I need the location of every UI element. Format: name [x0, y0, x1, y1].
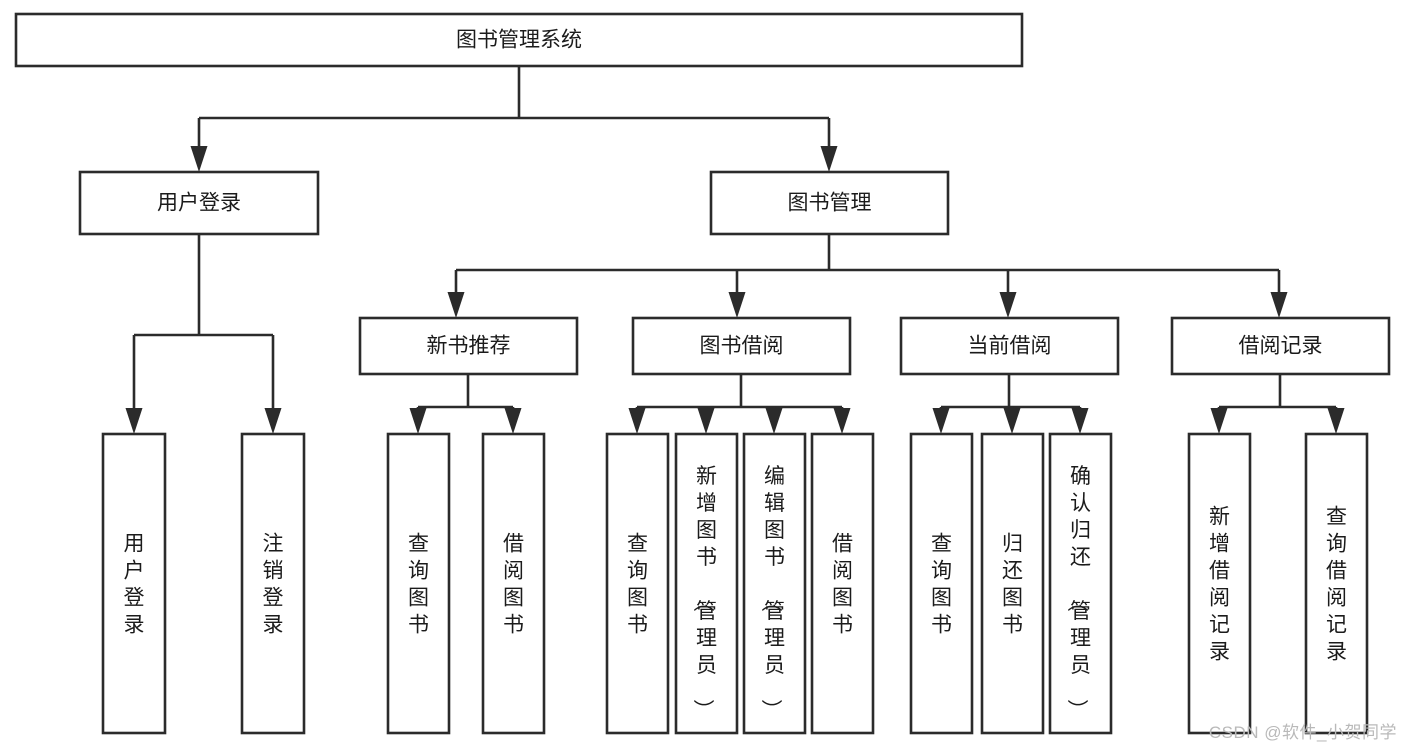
node-newbooks[interactable]: 新书推荐	[358, 316, 579, 376]
node-label: 用户登录	[157, 192, 241, 215]
node-leaf-rec-add[interactable]: 新增借阅记录	[1187, 432, 1252, 735]
node-label: 借阅图书	[832, 533, 853, 637]
node-label: 查询图书	[408, 533, 429, 637]
connector-group-current	[932, 374, 1089, 434]
node-leaf-cur-query[interactable]: 查询图书	[909, 432, 974, 735]
arrow-head-icon	[1210, 408, 1228, 434]
arrow-head-icon	[264, 408, 282, 434]
connector-group-bookmgmt	[447, 234, 1288, 318]
node-box[interactable]	[605, 432, 670, 735]
node-leaf-new-borrow[interactable]: 借阅图书	[481, 432, 546, 735]
node-label: 新增图书（管理员）	[691, 465, 717, 720]
node-leaf-borrow-do[interactable]: 借阅图书	[810, 432, 875, 735]
node-label: 查询借阅记录	[1326, 506, 1347, 664]
arrow-head-icon	[697, 408, 715, 434]
node-box[interactable]	[709, 170, 950, 236]
node-leaf-user-login[interactable]: 用户登录	[101, 432, 167, 735]
node-label: 图书管理系统	[456, 29, 582, 52]
arrow-head-icon	[1071, 408, 1089, 434]
arrow-head-icon	[125, 408, 143, 434]
node-box[interactable]	[980, 432, 1045, 735]
node-label: 查询图书	[931, 533, 952, 637]
node-box[interactable]	[358, 316, 579, 376]
node-label: 借阅图书	[503, 533, 524, 637]
node-label: 借阅记录	[1239, 335, 1323, 358]
connector-group-records	[1210, 374, 1345, 434]
arrow-head-icon	[1327, 408, 1345, 434]
node-box[interactable]	[1187, 432, 1252, 735]
node-records[interactable]: 借阅记录	[1170, 316, 1391, 376]
node-box[interactable]	[674, 432, 739, 735]
connector-group-borrow	[628, 374, 851, 434]
node-label: 编辑图书（管理员）	[759, 465, 785, 720]
arrow-head-icon	[820, 146, 838, 172]
arrow-head-icon	[447, 292, 465, 318]
node-label: 确认归还（管理员）	[1065, 465, 1091, 720]
arrow-head-icon	[1270, 292, 1288, 318]
node-leaf-user-logout[interactable]: 注销登录	[240, 432, 306, 735]
connectors-layer	[125, 66, 1345, 434]
node-box[interactable]	[240, 432, 306, 735]
arrow-head-icon	[833, 408, 851, 434]
node-box[interactable]	[101, 432, 167, 735]
arrow-head-icon	[504, 408, 522, 434]
node-box[interactable]	[481, 432, 546, 735]
node-label: 新书推荐	[427, 335, 511, 358]
node-label: 查询图书	[627, 533, 648, 637]
node-box[interactable]	[1048, 432, 1113, 735]
node-leaf-borrow-add[interactable]: 新增图书（管理员）	[674, 432, 739, 735]
node-box[interactable]	[899, 316, 1120, 376]
node-box[interactable]	[1170, 316, 1391, 376]
node-box[interactable]	[78, 170, 320, 236]
arrow-head-icon	[409, 408, 427, 434]
node-label: 用户登录	[124, 533, 145, 637]
arrow-head-icon	[628, 408, 646, 434]
arrow-head-icon	[765, 408, 783, 434]
nodes-layer: 图书管理系统用户登录图书管理新书推荐图书借阅当前借阅借阅记录用户登录注销登录查询…	[14, 12, 1391, 735]
node-bookmgmt[interactable]: 图书管理	[709, 170, 950, 236]
connector-group-newbooks	[409, 374, 522, 434]
node-root[interactable]: 图书管理系统	[14, 12, 1024, 68]
node-box[interactable]	[909, 432, 974, 735]
node-label: 当前借阅	[968, 335, 1052, 358]
node-leaf-cur-return[interactable]: 归还图书	[980, 432, 1045, 735]
node-borrow[interactable]: 图书借阅	[631, 316, 852, 376]
node-label: 注销登录	[263, 533, 284, 637]
connector-group-login	[125, 234, 282, 434]
arrow-head-icon	[728, 292, 746, 318]
arrow-head-icon	[190, 146, 208, 172]
node-login[interactable]: 用户登录	[78, 170, 320, 236]
node-label: 图书管理	[788, 192, 872, 215]
node-leaf-rec-query[interactable]: 查询借阅记录	[1304, 432, 1369, 735]
node-leaf-borrow-query[interactable]: 查询图书	[605, 432, 670, 735]
node-label: 新增借阅记录	[1209, 506, 1230, 664]
node-box[interactable]	[14, 12, 1024, 68]
node-box[interactable]	[631, 316, 852, 376]
node-label: 归还图书	[1002, 533, 1023, 637]
node-leaf-cur-confirm[interactable]: 确认归还（管理员）	[1048, 432, 1113, 735]
node-box[interactable]	[386, 432, 451, 735]
arrow-head-icon	[932, 408, 950, 434]
arrow-head-icon	[1003, 408, 1021, 434]
node-current[interactable]: 当前借阅	[899, 316, 1120, 376]
node-box[interactable]	[810, 432, 875, 735]
node-leaf-new-query[interactable]: 查询图书	[386, 432, 451, 735]
arrow-head-icon	[999, 292, 1017, 318]
node-leaf-borrow-edit[interactable]: 编辑图书（管理员）	[742, 432, 807, 735]
node-label: 图书借阅	[700, 335, 784, 358]
node-box[interactable]	[742, 432, 807, 735]
node-box[interactable]	[1304, 432, 1369, 735]
connector-group-root	[190, 66, 838, 172]
